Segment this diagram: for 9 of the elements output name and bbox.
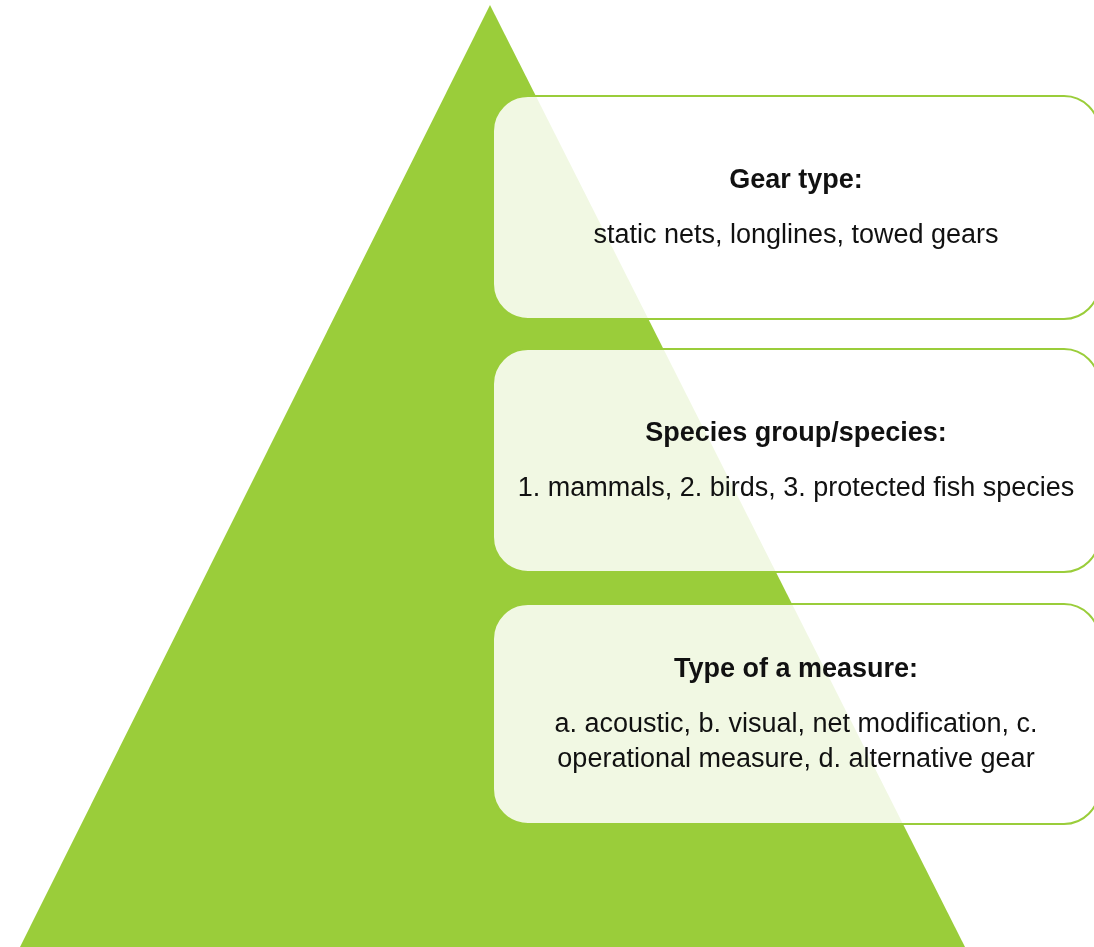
card-heading: Type of a measure: — [673, 651, 919, 685]
card-text: a. acoustic, b. visual, net modification, c. operational measure, d. alternative gear — [553, 707, 1039, 776]
card-text: 1. mammals, 2. birds, 3. protected fish species — [517, 471, 1075, 505]
card-heading: Species group/species: — [645, 415, 947, 449]
text-card — [492, 603, 1094, 825]
card-heading: Gear type: — [729, 162, 863, 196]
text-card — [492, 95, 1094, 320]
card-text: static nets, longlines, towed gears — [593, 218, 999, 252]
text-card — [492, 348, 1094, 573]
